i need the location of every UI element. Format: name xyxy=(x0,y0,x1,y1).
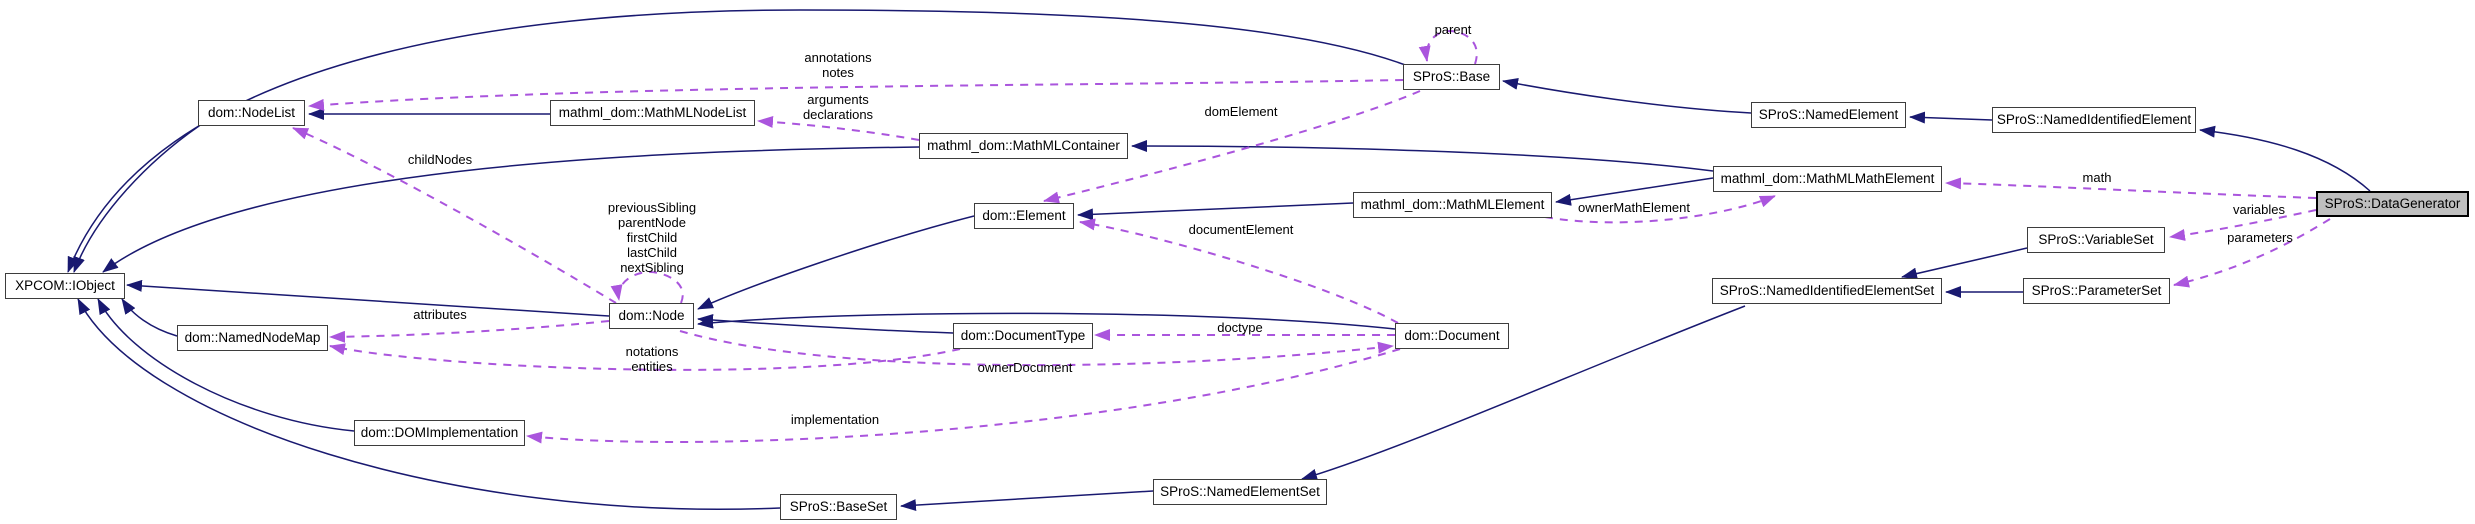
edge-namedelementset-to-baseset xyxy=(900,490,1154,512)
edge-namednodemap-to-iobject xyxy=(121,298,178,337)
edge-datagenerator-math-to-mathmlmathelement xyxy=(1945,177,2317,199)
edge-document-to-node xyxy=(697,312,1396,330)
edge-mathmlmathelement-to-mathmlelement xyxy=(1555,177,1714,206)
edge-base-to-iobject xyxy=(67,9,1409,273)
edge-baseset-to-iobject xyxy=(77,298,781,511)
edge-documenttype-notations-to-namednodemap xyxy=(329,343,961,371)
edge-mathmlcontainer-arguments-to-mathmlnodelist xyxy=(757,115,920,141)
edge-document-documentelement-to-element xyxy=(1079,218,1399,324)
edge-base-parent-self-loop xyxy=(1418,29,1478,65)
edge-nodelist-to-iobject xyxy=(73,125,200,273)
class-node-mathml-nodelist[interactable]: mathml_dom::MathMLNodeList xyxy=(550,100,755,126)
edge-node-childnodes-to-nodelist xyxy=(292,127,617,304)
class-node-mathml-container[interactable]: mathml_dom::MathMLContainer xyxy=(919,133,1128,159)
edge-mathmlelement-ownermathelement-to-mathmlmathelement xyxy=(1544,195,1776,224)
class-node-variable-set[interactable]: SProS::VariableSet xyxy=(2027,227,2165,253)
edge-node-to-iobject xyxy=(126,279,610,317)
class-node-named-identified-element-set[interactable]: SProS::NamedIdentifiedElementSet xyxy=(1712,278,1942,304)
class-node-iobject[interactable]: XPCOM::IObject xyxy=(5,273,125,299)
class-node-named-identified-element[interactable]: SProS::NamedIdentifiedElement xyxy=(1992,107,2196,133)
class-node-document[interactable]: dom::Document xyxy=(1395,323,1509,349)
class-node-mathml-element[interactable]: mathml_dom::MathMLElement xyxy=(1353,192,1552,218)
class-node-named-node-map[interactable]: dom::NamedNodeMap xyxy=(177,325,328,351)
edge-base-domelement-to-element xyxy=(1043,90,1421,204)
edge-element-to-node xyxy=(697,215,975,310)
class-node-document-type[interactable]: dom::DocumentType xyxy=(953,323,1093,349)
edge-namedelement-to-base xyxy=(1502,77,1752,114)
class-node-named-element-set[interactable]: SProS::NamedElementSet xyxy=(1153,479,1327,505)
edge-node-attributes-to-namednodemap xyxy=(329,320,610,343)
edge-node-ownerdocument-to-document xyxy=(679,330,1394,367)
edge-domimplementation-to-iobject xyxy=(97,298,355,432)
class-node-dom-implementation[interactable]: dom::DOMImplementation xyxy=(354,420,525,446)
edge-documenttype-to-node xyxy=(697,314,954,334)
edge-variableset-to-namedidentifiedelementset xyxy=(1901,247,2028,280)
class-node-base[interactable]: SProS::Base xyxy=(1403,64,1500,90)
edge-node-siblings-self-loop xyxy=(610,270,684,304)
class-node-data-generator[interactable]: SProS::DataGenerator xyxy=(2316,191,2469,217)
edge-mathmlelement-to-element xyxy=(1077,202,1354,221)
class-node-named-element[interactable]: SProS::NamedElement xyxy=(1751,102,1906,128)
edge-datagenerator-to-namedidentifiedelement xyxy=(2199,125,2371,192)
class-node-nodelist[interactable]: dom::NodeList xyxy=(198,100,305,126)
edge-datagenerator-variables-to-variableset xyxy=(2169,209,2317,241)
edge-document-implementation-to-domimplementation xyxy=(526,348,1401,444)
class-node-mathml-math-element[interactable]: mathml_dom::MathMLMathElement xyxy=(1713,166,1942,192)
edge-mathmlcontainer-to-iobject xyxy=(102,146,920,273)
class-node-node[interactable]: dom::Node xyxy=(609,303,694,329)
edge-datagenerator-parameters-to-parameterset xyxy=(2173,218,2331,288)
class-node-element[interactable]: dom::Element xyxy=(974,203,1074,229)
edge-namedidentifiedelement-to-namedelement xyxy=(1909,111,1993,124)
class-node-base-set[interactable]: SProS::BaseSet xyxy=(780,494,897,520)
edge-mathmlmathelement-to-mathmlcontainer xyxy=(1131,140,1714,172)
class-node-parameter-set[interactable]: SProS::ParameterSet xyxy=(2023,278,2170,304)
edge-base-annotations-notes-to-nodelist xyxy=(308,79,1404,111)
edge-namedidentifiedelementset-to-namedelementset xyxy=(1301,305,1746,481)
